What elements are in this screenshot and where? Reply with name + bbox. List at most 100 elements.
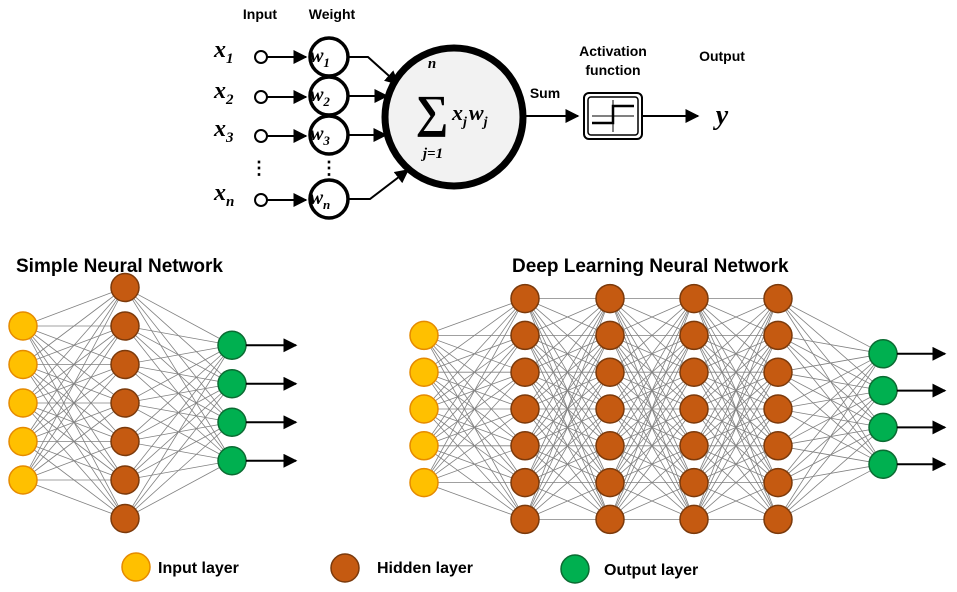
simple-net-edge xyxy=(22,287,126,442)
deep-net-edge xyxy=(423,298,526,447)
input-node-3 xyxy=(254,129,268,143)
sum-term: xjwj xyxy=(451,100,488,130)
weight-label-3: w3 xyxy=(310,123,330,148)
legend-output-swatch xyxy=(560,554,590,584)
activation-function-box xyxy=(583,92,643,140)
deep-learning-neural-network xyxy=(409,283,947,535)
deep-net-input-node xyxy=(409,357,439,387)
simple-net-edge xyxy=(22,402,126,481)
simple-net-edge xyxy=(22,287,126,481)
deep-net-edges xyxy=(423,298,884,520)
weight-arrow-n xyxy=(348,169,410,200)
deep-net-edge xyxy=(423,298,526,410)
legend-input-swatch xyxy=(121,552,151,582)
deep-net-hidden-node xyxy=(595,431,625,461)
deep-net-hidden-node xyxy=(763,467,793,498)
simple-net-hidden-node xyxy=(110,311,140,341)
deep-net-hidden-node xyxy=(595,283,625,314)
simple-net-input-node xyxy=(8,311,38,341)
legend-hidden-label: Hidden layer xyxy=(377,560,473,577)
simple-net-input-node xyxy=(8,349,38,380)
deep-net-edge xyxy=(423,298,526,373)
deep-net-hidden-node xyxy=(763,394,793,424)
simple-net-edge xyxy=(22,287,126,404)
legend-hidden-swatch xyxy=(330,553,360,583)
output-header: Output xyxy=(699,48,745,64)
deep-net-input-node xyxy=(409,431,439,461)
deep-net-edge xyxy=(524,298,611,447)
deep-net-hidden-node xyxy=(510,357,540,387)
simple-net-output-node xyxy=(217,446,247,476)
deep-net-edge xyxy=(609,298,695,446)
input-label-n: xn xyxy=(213,180,234,210)
deep-net-hidden-node xyxy=(679,283,709,314)
simple-net-edge xyxy=(22,325,126,481)
input-row-2: x2 w2 xyxy=(213,75,350,117)
deep-net-edge xyxy=(423,298,526,336)
deep-net-edge xyxy=(423,408,526,483)
deep-net-output-node xyxy=(868,375,898,406)
input-node-2 xyxy=(254,90,268,104)
deep-net-hidden-node xyxy=(595,320,625,351)
deep-net-hidden-node xyxy=(679,467,709,498)
input-ellipsis: ⋮ xyxy=(250,158,268,178)
simple-net-edge xyxy=(22,364,126,481)
deep-net-hidden-node xyxy=(679,357,709,387)
deep-net-edge xyxy=(609,335,695,520)
perceptron-diagram: Input Weight x1 w1 x2 w2 x3 w3 ⋮ ⋮ xyxy=(213,6,745,220)
deep-net-input-node xyxy=(409,467,439,498)
deep-net-edge xyxy=(524,298,611,483)
deep-net-edge xyxy=(524,335,611,520)
input-header: Input xyxy=(243,6,278,22)
deep-net-edge xyxy=(777,353,884,410)
deep-net-edge xyxy=(609,482,695,520)
weight-header: Weight xyxy=(309,6,356,22)
deep-net-hidden-node xyxy=(679,320,709,351)
weight-arrow-1 xyxy=(348,56,400,85)
deep-network-title: Deep Learning Neural Network xyxy=(512,256,789,277)
simple-net-edge xyxy=(124,345,233,481)
deep-net-edge xyxy=(777,353,884,373)
deep-net-hidden-node xyxy=(763,357,793,387)
simple-network-title: Simple Neural Network xyxy=(16,256,223,277)
deep-net-edge xyxy=(777,463,884,520)
weight-ellipsis: ⋮ xyxy=(320,158,338,178)
simple-net-input-node xyxy=(8,426,38,457)
output-symbol: y xyxy=(713,100,729,131)
input-label-1: x1 xyxy=(213,37,234,67)
deep-net-edge xyxy=(524,482,611,520)
step-function-icon xyxy=(592,104,634,125)
deep-net-hidden-node xyxy=(595,467,625,498)
input-row-3: x3 w3 xyxy=(213,114,350,156)
deep-net-edge xyxy=(609,298,695,483)
deep-net-output-node xyxy=(868,412,898,443)
deep-net-hidden-node xyxy=(595,504,625,535)
deep-net-edge xyxy=(693,298,779,373)
simple-net-edge xyxy=(22,441,126,481)
deep-net-edge xyxy=(693,298,779,336)
deep-net-hidden-node xyxy=(595,394,625,424)
deep-net-edge xyxy=(693,335,779,520)
input-row-1: x1 w1 xyxy=(213,36,350,78)
deep-net-edge xyxy=(609,298,695,373)
deep-net-hidden-node xyxy=(763,283,793,314)
deep-net-hidden-node xyxy=(510,467,540,498)
input-node-1 xyxy=(254,50,268,64)
activation-label-line2: function xyxy=(585,62,640,78)
deep-net-edge xyxy=(609,298,695,410)
weight-label-1: w1 xyxy=(310,45,330,70)
deep-net-edge xyxy=(693,408,779,520)
deep-net-edge xyxy=(524,298,611,410)
simple-net-edge xyxy=(124,460,233,519)
simple-net-edge xyxy=(124,345,233,519)
sum-upper-limit: n xyxy=(428,56,436,72)
simple-net-edge xyxy=(124,344,233,442)
deep-net-hidden-node xyxy=(510,283,540,314)
deep-net-edge xyxy=(693,372,779,520)
input-row-n: xn wn xyxy=(213,178,350,220)
deep-net-edge xyxy=(777,427,884,520)
deep-net-edge xyxy=(777,298,884,355)
deep-net-hidden-node xyxy=(510,504,540,535)
deep-net-hidden-node xyxy=(763,320,793,351)
legend-output-label: Output layer xyxy=(604,562,698,579)
